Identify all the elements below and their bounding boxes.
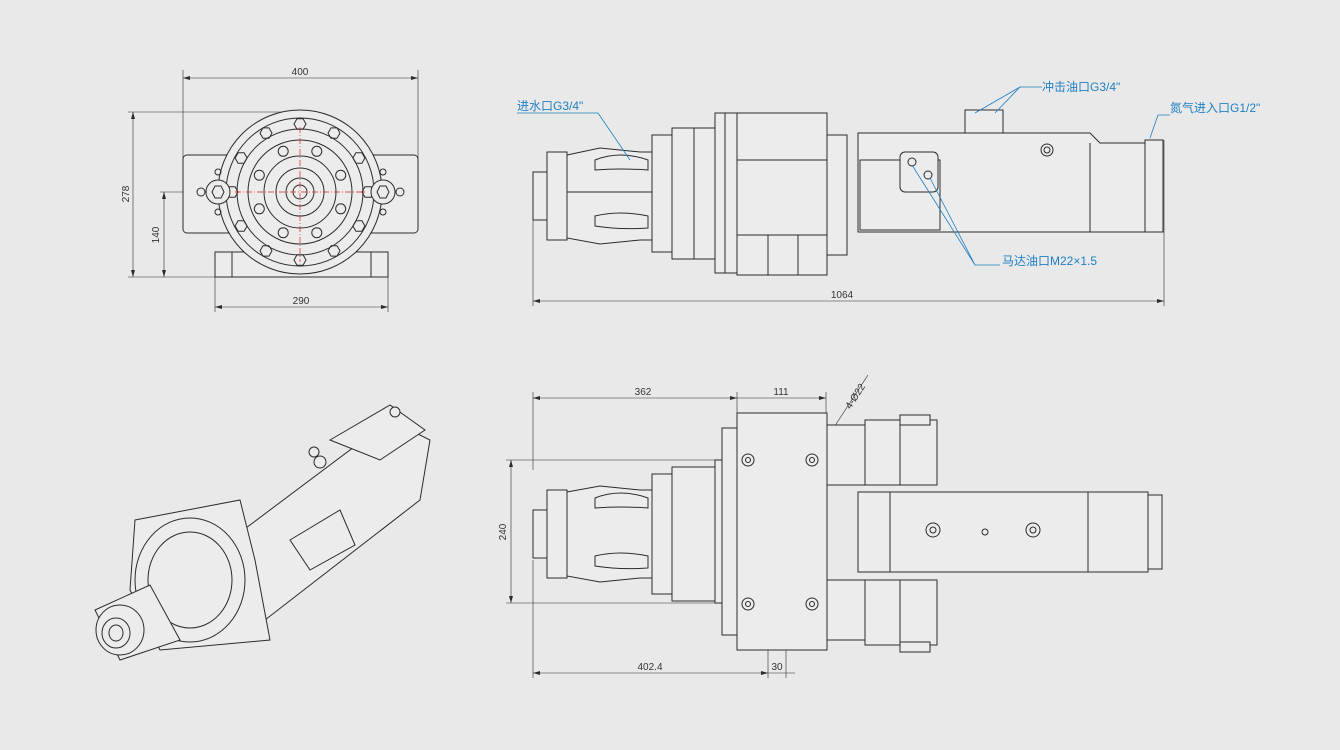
inner-bolt <box>277 227 289 239</box>
dim-278-label: 278 <box>121 185 132 202</box>
hex-bolt <box>327 127 341 139</box>
inner-bolt <box>253 169 265 181</box>
hex-bolt <box>327 245 341 257</box>
side-chuck <box>532 147 656 245</box>
hex-bolt <box>293 254 307 266</box>
hex-bolt <box>352 152 366 164</box>
dim-362-label: 362 <box>635 387 652 398</box>
dimension-362: 362 <box>532 387 738 470</box>
callout-water-inlet: 进水口G3/4" <box>517 99 583 113</box>
center-marks <box>235 127 365 262</box>
isometric-view <box>94 404 431 661</box>
dimension-278: 278 <box>121 111 300 278</box>
inner-bolt <box>335 169 347 181</box>
hex-bolt <box>259 127 273 139</box>
inner-bolt <box>311 145 323 157</box>
top-chuck <box>532 485 656 583</box>
top-view: 362 111 4-Ø22 240 402.4 <box>498 374 1163 678</box>
dim-402-label: 402.4 <box>637 662 662 673</box>
hex-bolt <box>234 152 248 164</box>
front-view: 400 278 140 290 <box>121 67 419 312</box>
side-view: 1064 <box>517 79 1260 306</box>
callout-motor-oil: 马达油口M22×1.5 <box>1002 254 1097 268</box>
dimension-111: 111 <box>737 387 827 415</box>
dim-400-label: 400 <box>292 67 309 78</box>
dim-111-label: 111 <box>773 387 789 398</box>
callout-impact-oil: 冲击油口G3/4" <box>1042 79 1120 94</box>
dim-1064-label: 1064 <box>831 290 854 301</box>
dimension-240: 240 <box>498 459 745 604</box>
inner-bolt <box>253 203 265 215</box>
hex-bolt <box>234 220 248 232</box>
inner-bolt <box>277 145 289 157</box>
dimension-400: 400 <box>182 67 419 160</box>
side-valve-body <box>857 109 1164 233</box>
top-motors <box>826 414 938 653</box>
dim-holes-label: 4-Ø22 <box>844 382 869 412</box>
side-housing <box>736 112 848 276</box>
inner-bolt <box>335 203 347 215</box>
side-lugs <box>196 168 405 216</box>
side-callouts: 进水口G3/4" 冲击油口G3/4" 氮气进入口G1/2" 马达油口M22×1.… <box>517 79 1260 268</box>
front-body <box>182 109 419 278</box>
callout-nitrogen: 氮气进入口G1/2" <box>1170 100 1260 115</box>
hex-bolt <box>293 118 307 130</box>
top-housing <box>721 412 828 651</box>
hex-bolt <box>352 220 366 232</box>
hex-bolt <box>259 245 273 257</box>
inner-bolt <box>311 227 323 239</box>
side-flange <box>651 112 738 274</box>
flange-bolts <box>225 118 375 266</box>
dim-240-label: 240 <box>498 523 509 540</box>
dim-140-label: 140 <box>151 226 162 243</box>
dim-30-label: 30 <box>771 662 783 673</box>
dim-290-label: 290 <box>293 296 310 307</box>
top-body <box>857 491 1163 573</box>
